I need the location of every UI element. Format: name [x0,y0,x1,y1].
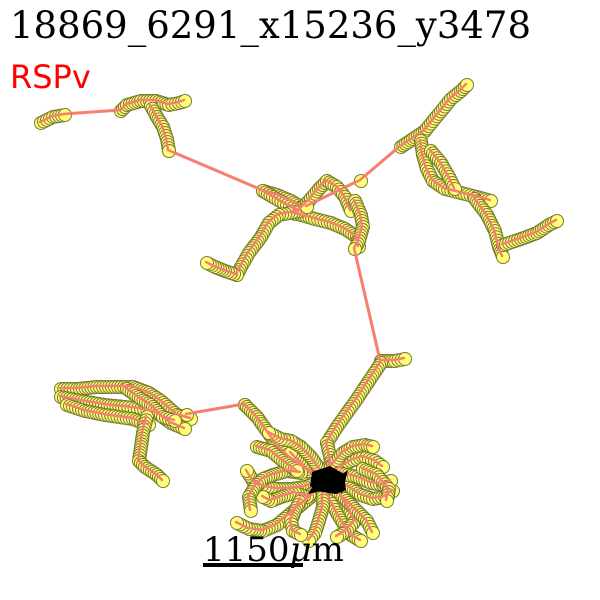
neurite-centerline [184,402,246,416]
neurite-centerline [324,360,382,444]
neurite-centerline [266,430,322,472]
soma-shape [308,478,326,494]
trace-node [550,214,564,228]
brain-region-label: RSPv [10,58,91,96]
neurite-centerline [58,384,192,420]
neurite-centerline [428,148,456,190]
neurite-centerline [148,103,170,152]
neurite-centerline [352,198,364,250]
neurite-centerline [360,466,390,502]
neurite-segment [352,246,406,362]
neurite-centerline [328,442,374,468]
neurite-centerline [204,260,238,276]
neurite-centerline [304,128,426,208]
neurite-centerline [124,386,176,422]
neurite-centerline [322,484,362,542]
neurite-centerline [58,394,186,430]
neurite-centerline [254,444,298,472]
neurite-centerline [422,82,468,132]
neurite-centerline [472,196,504,258]
neurite-centerline [418,138,492,202]
figure-title: 18869_6291_x15236_y3478 [10,4,531,47]
neurite-centerline [324,454,384,476]
neurite-centerline [352,246,406,362]
neurite-nodes [34,78,564,548]
neurite-centerline [234,208,302,276]
trace-node [460,78,474,92]
scale-bar-unit-prefix: μ [289,530,312,570]
trace-node [244,504,258,518]
neurite-centerline [64,402,150,426]
neurite-centerline [306,488,324,542]
neurite-centerline [500,218,558,246]
neurite-centerline [242,402,318,476]
trace-node [496,250,510,264]
neurite-centerline [244,468,318,490]
neurite-centerline [234,478,322,532]
neurite-centerline [288,496,302,536]
neurite-centerline [166,148,302,208]
soma-marker [308,466,348,494]
neurite-centerline [260,486,320,502]
neurite-centerline [38,98,186,124]
trace-node [366,526,380,540]
scale-bar [203,563,303,567]
scale-bar-unit: m [311,530,344,570]
soma-shape [334,470,348,494]
neurite-centerline [136,414,164,482]
neurite-centerline [288,210,360,248]
neurite-centerline [342,496,374,534]
trace-node [366,440,380,454]
neurite-centerline [246,468,302,512]
